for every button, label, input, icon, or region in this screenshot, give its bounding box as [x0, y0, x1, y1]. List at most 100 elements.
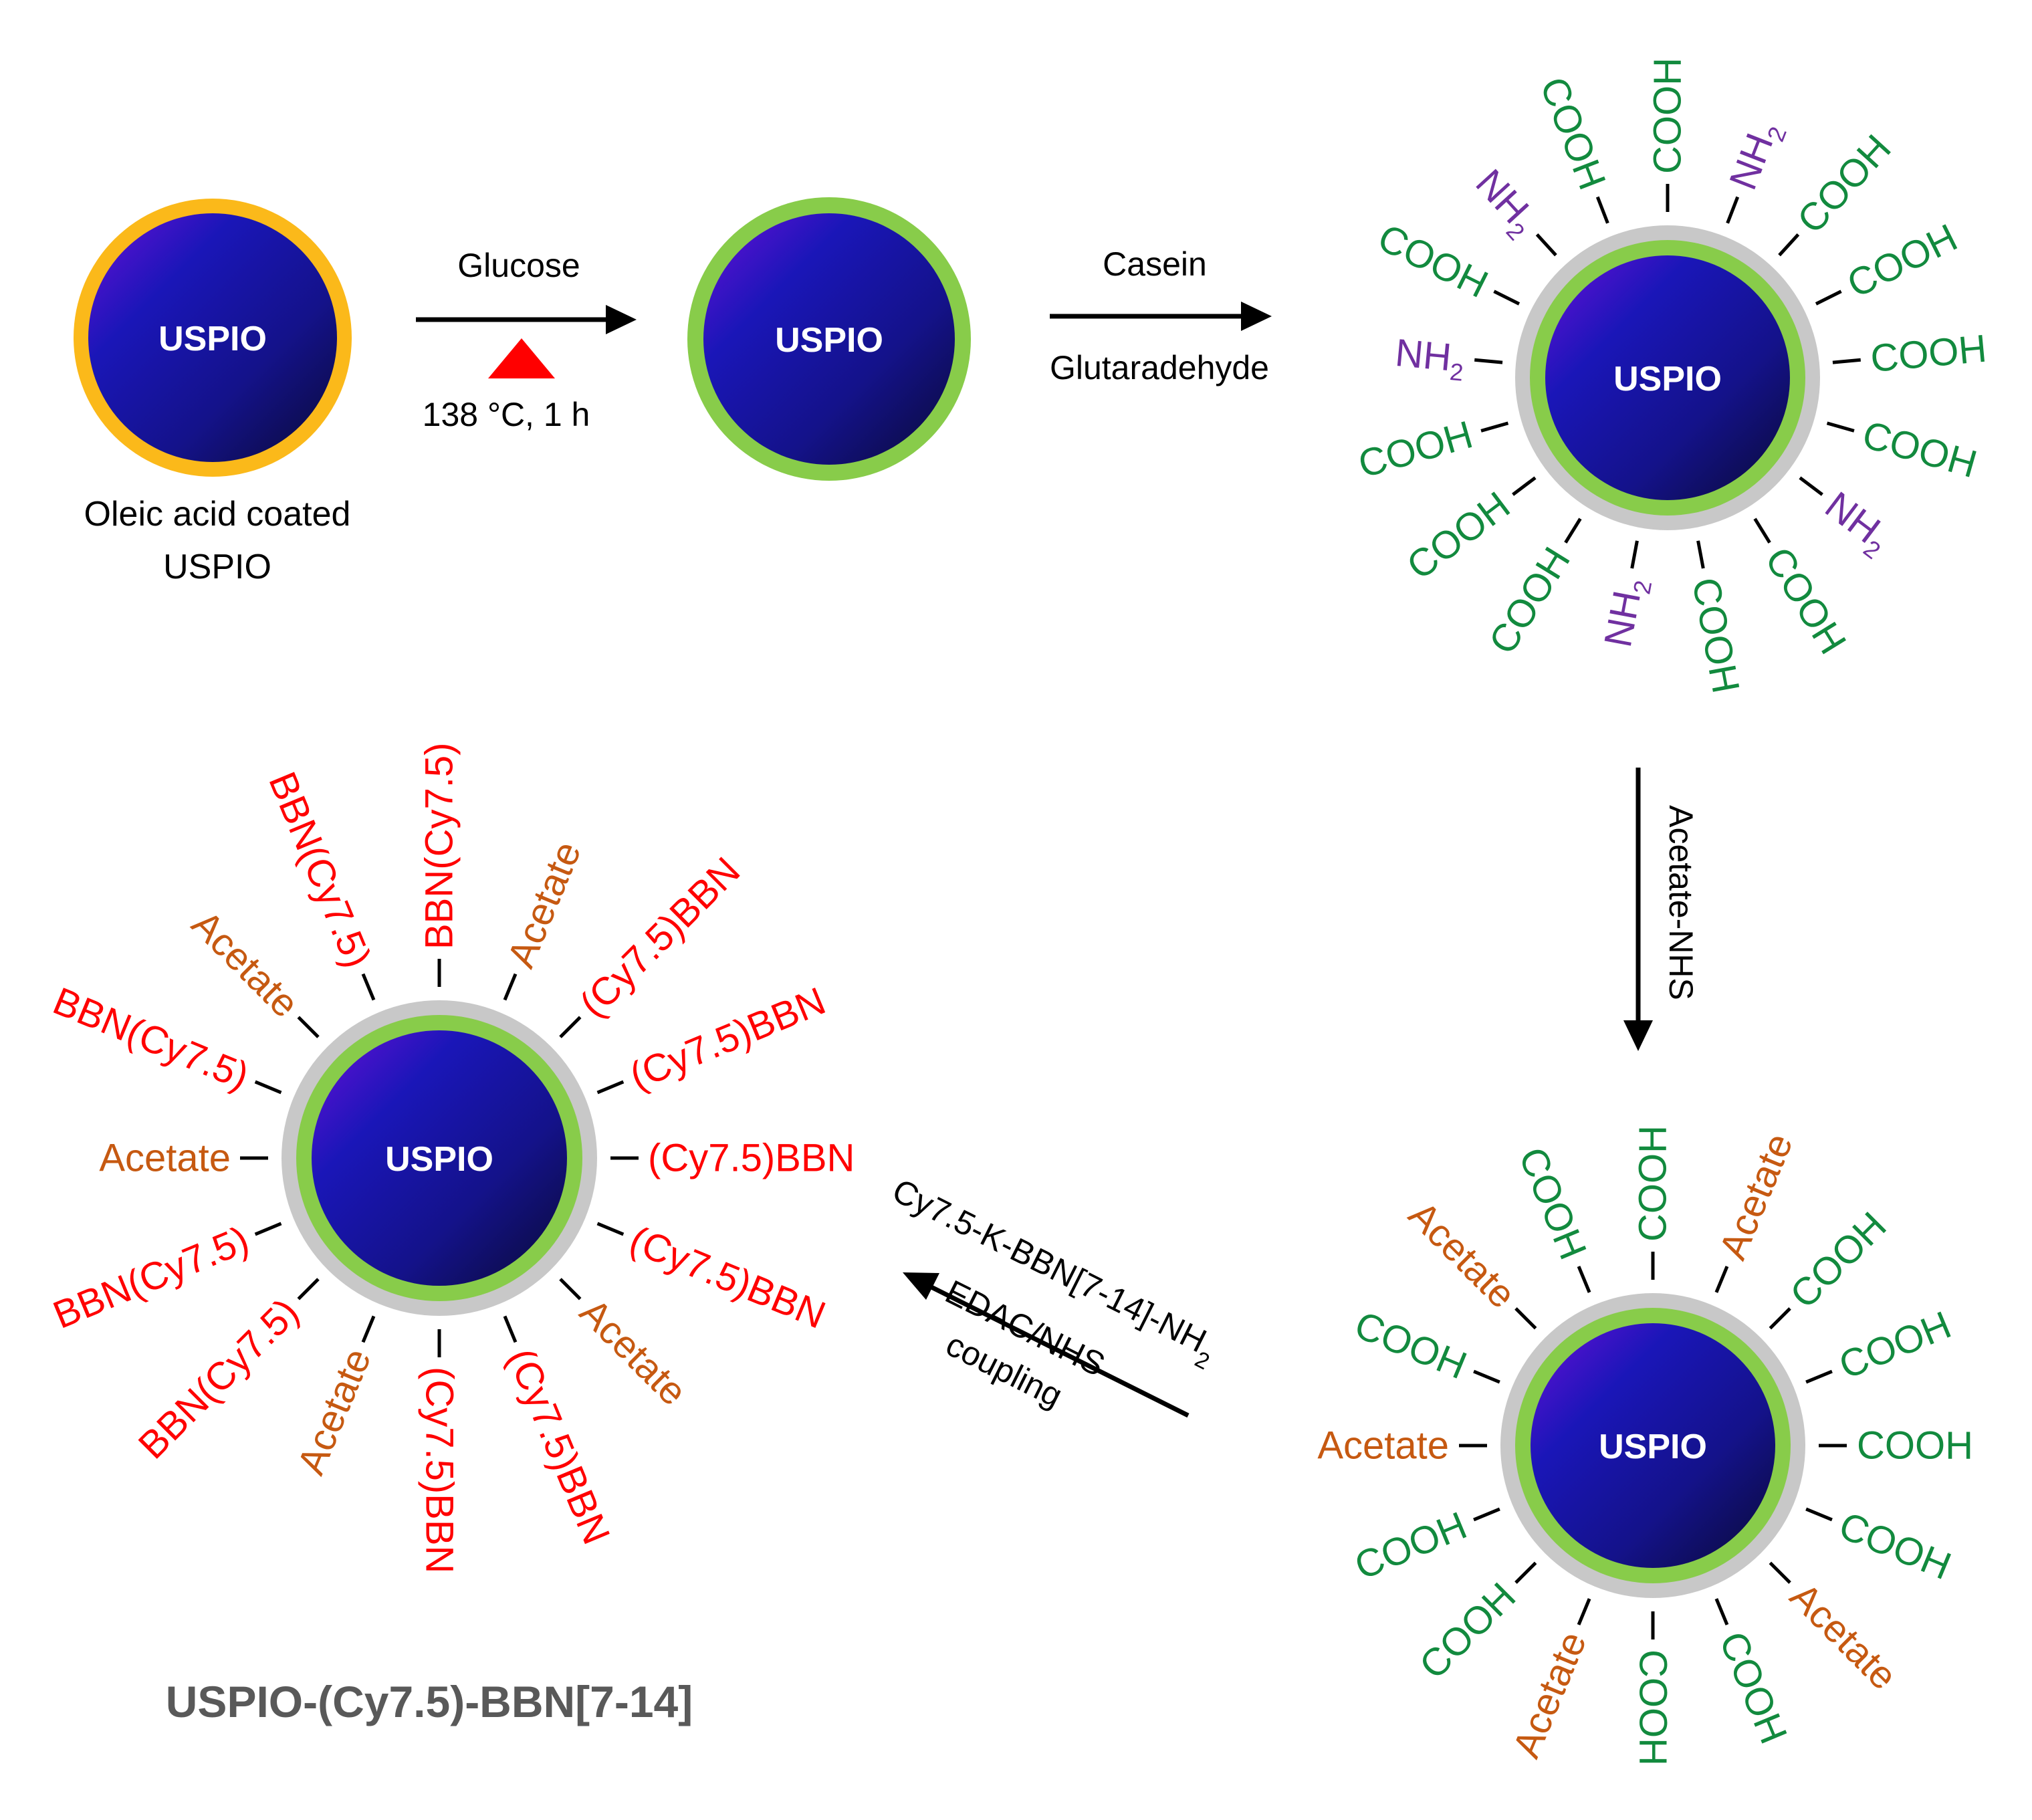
ligand-cooh: COOH	[1411, 1575, 1524, 1688]
ligand-bond	[596, 1222, 625, 1236]
uspio-core	[1531, 1323, 1775, 1568]
ligand-cooh: COOH	[1480, 540, 1579, 661]
ligand-acetate: Acetate	[183, 902, 307, 1026]
uspio-core	[1545, 255, 1790, 500]
subscript-2: 2	[1627, 578, 1657, 596]
core-label: USPIO	[1599, 1428, 1707, 1466]
ligand-acetate: Acetate	[572, 1290, 695, 1414]
core-label: USPIO	[1613, 360, 1722, 399]
ligand-bond	[1826, 421, 1855, 433]
ligand-acetate: Acetate	[99, 1137, 231, 1180]
ligand-bond	[1805, 1507, 1833, 1522]
ligand-cooh: COOH	[1349, 1504, 1473, 1589]
step2-crosslinker: Glutaradehyde	[1050, 349, 1269, 386]
ligand-cooh: COOH	[1510, 1141, 1595, 1266]
ligand-cooh: COOH	[1857, 413, 1981, 486]
ligand-cooh: COOH	[1349, 1303, 1473, 1388]
ligand-nh2: NH2	[1393, 331, 1466, 386]
step1-arrow	[416, 305, 637, 334]
ligand-bond	[297, 1016, 320, 1038]
ligand-bond	[1514, 1307, 1537, 1330]
ligand-acetate: Acetate	[1782, 1575, 1906, 1698]
ligand-bbn-cy7-5: BBN(Cy7.5)	[47, 1218, 255, 1337]
ligand-bond	[1799, 476, 1823, 496]
ligand-bond	[1778, 233, 1800, 257]
ligand-cooh: COOH	[1711, 1625, 1796, 1750]
ligand-bond	[1514, 1561, 1537, 1584]
uspio-core	[312, 1030, 567, 1286]
core-label: USPIO	[158, 320, 267, 358]
ligand-bond	[559, 1016, 582, 1038]
ligand-bond	[1726, 196, 1740, 224]
ligand-bond	[1805, 1369, 1833, 1384]
ligand-bond	[503, 973, 518, 1001]
ligand-acetate: Acetate	[499, 836, 589, 974]
ligand-cooh: COOH	[1841, 215, 1964, 306]
ligand-bond	[1714, 1266, 1729, 1293]
ligand-bond	[1815, 290, 1842, 306]
subscript-2: 2	[1761, 123, 1791, 145]
step1-reagent: Glucose	[457, 247, 580, 284]
ligand-bond	[361, 1315, 376, 1343]
ligand-cy7-5-bbn: (Cy7.5)BBN	[624, 1218, 832, 1337]
step2-arrow	[1050, 302, 1272, 331]
ligand-acetate: Acetate	[1317, 1424, 1449, 1468]
ligand-bbn-cy7-5: BBN(Cy7.5)	[260, 766, 379, 974]
ligand-bond	[361, 973, 376, 1001]
uspio-core	[703, 213, 955, 465]
ligand-cy7-5-bbn: (Cy7.5)BBN	[499, 1343, 618, 1551]
ligand-bond	[1577, 1266, 1591, 1293]
ligand-cy7-5-bbn: (Cy7.5)BBN	[624, 979, 832, 1098]
step1-conditions: 138 °C, 1 h	[423, 396, 590, 433]
core-label: USPIO	[385, 1140, 493, 1179]
ligand-bond	[254, 1222, 282, 1236]
subscript-2: 2	[1449, 358, 1465, 386]
ligand-bond	[1595, 196, 1609, 224]
ligand-cooh: COOH	[1857, 1424, 1973, 1468]
ligand-bbn-cy7-5: BBN(Cy7.5)	[418, 743, 461, 949]
ligand-cooh: COOH	[1399, 483, 1518, 588]
ligand-bond	[1535, 233, 1557, 257]
ligand-cooh: COOH	[1631, 1650, 1675, 1766]
ligand-cy7-5-bbn: (Cy7.5)BBN	[572, 849, 749, 1026]
ligand-bond	[1696, 540, 1705, 569]
ligand-nh2: NH2	[1596, 574, 1657, 652]
ligand-bond	[559, 1278, 582, 1300]
core-label: USPIO	[775, 321, 883, 360]
ligand-cy7-5-bbn: (Cy7.5)BBN	[418, 1367, 461, 1573]
ligand-bond	[1473, 1507, 1500, 1522]
ligand-cooh: COOH	[1789, 126, 1899, 241]
ligand-nh2: NH2	[1463, 161, 1546, 245]
ligand-bond	[1714, 1598, 1729, 1625]
ligand-bond	[1630, 540, 1639, 569]
ligand-bond	[1473, 1369, 1500, 1384]
step3-reagent: Acetate-NHS	[1662, 805, 1700, 1000]
product-title: USPIO-(Cy7.5)-BBN[7-14]	[166, 1677, 693, 1726]
product-particle: USPIO BBN(Cy7.5)Acetate(Cy7.5)BBN(Cy7.5)…	[47, 743, 855, 1574]
ligand-nh2: NH2	[1721, 115, 1792, 197]
ligand-bond	[1480, 421, 1509, 433]
subscript-2: 2	[1501, 217, 1531, 245]
ligand-cooh: COOH	[1353, 413, 1477, 486]
ligand-acetate: Acetate	[1711, 1127, 1801, 1266]
step2-reagent: Casein	[1103, 245, 1207, 283]
oleic-coated-particle: USPIO	[74, 199, 352, 477]
subscript-2: 2	[1859, 534, 1886, 564]
oleic-caption-line1: Oleic acid coated	[84, 495, 351, 534]
ligand-cooh: COOH	[1646, 58, 1690, 174]
ligand-nh2: NH2	[1814, 483, 1899, 564]
ligand-bond	[1577, 1598, 1591, 1625]
glucose-coated-particle: USPIO	[687, 197, 971, 481]
ligand-acetate: Acetate	[289, 1343, 379, 1481]
ligand-bond	[503, 1315, 518, 1343]
oleic-caption-line2: USPIO	[163, 548, 271, 586]
ligand-acetate: Acetate	[1400, 1193, 1524, 1317]
step4-arrow	[903, 1272, 1190, 1418]
uspio-core	[88, 213, 337, 462]
heat-triangle-icon	[488, 338, 555, 378]
ligand-cooh: COOH	[1532, 72, 1614, 196]
ligand-bond	[1474, 358, 1503, 364]
ligand-cooh: COOH	[1869, 326, 1989, 380]
